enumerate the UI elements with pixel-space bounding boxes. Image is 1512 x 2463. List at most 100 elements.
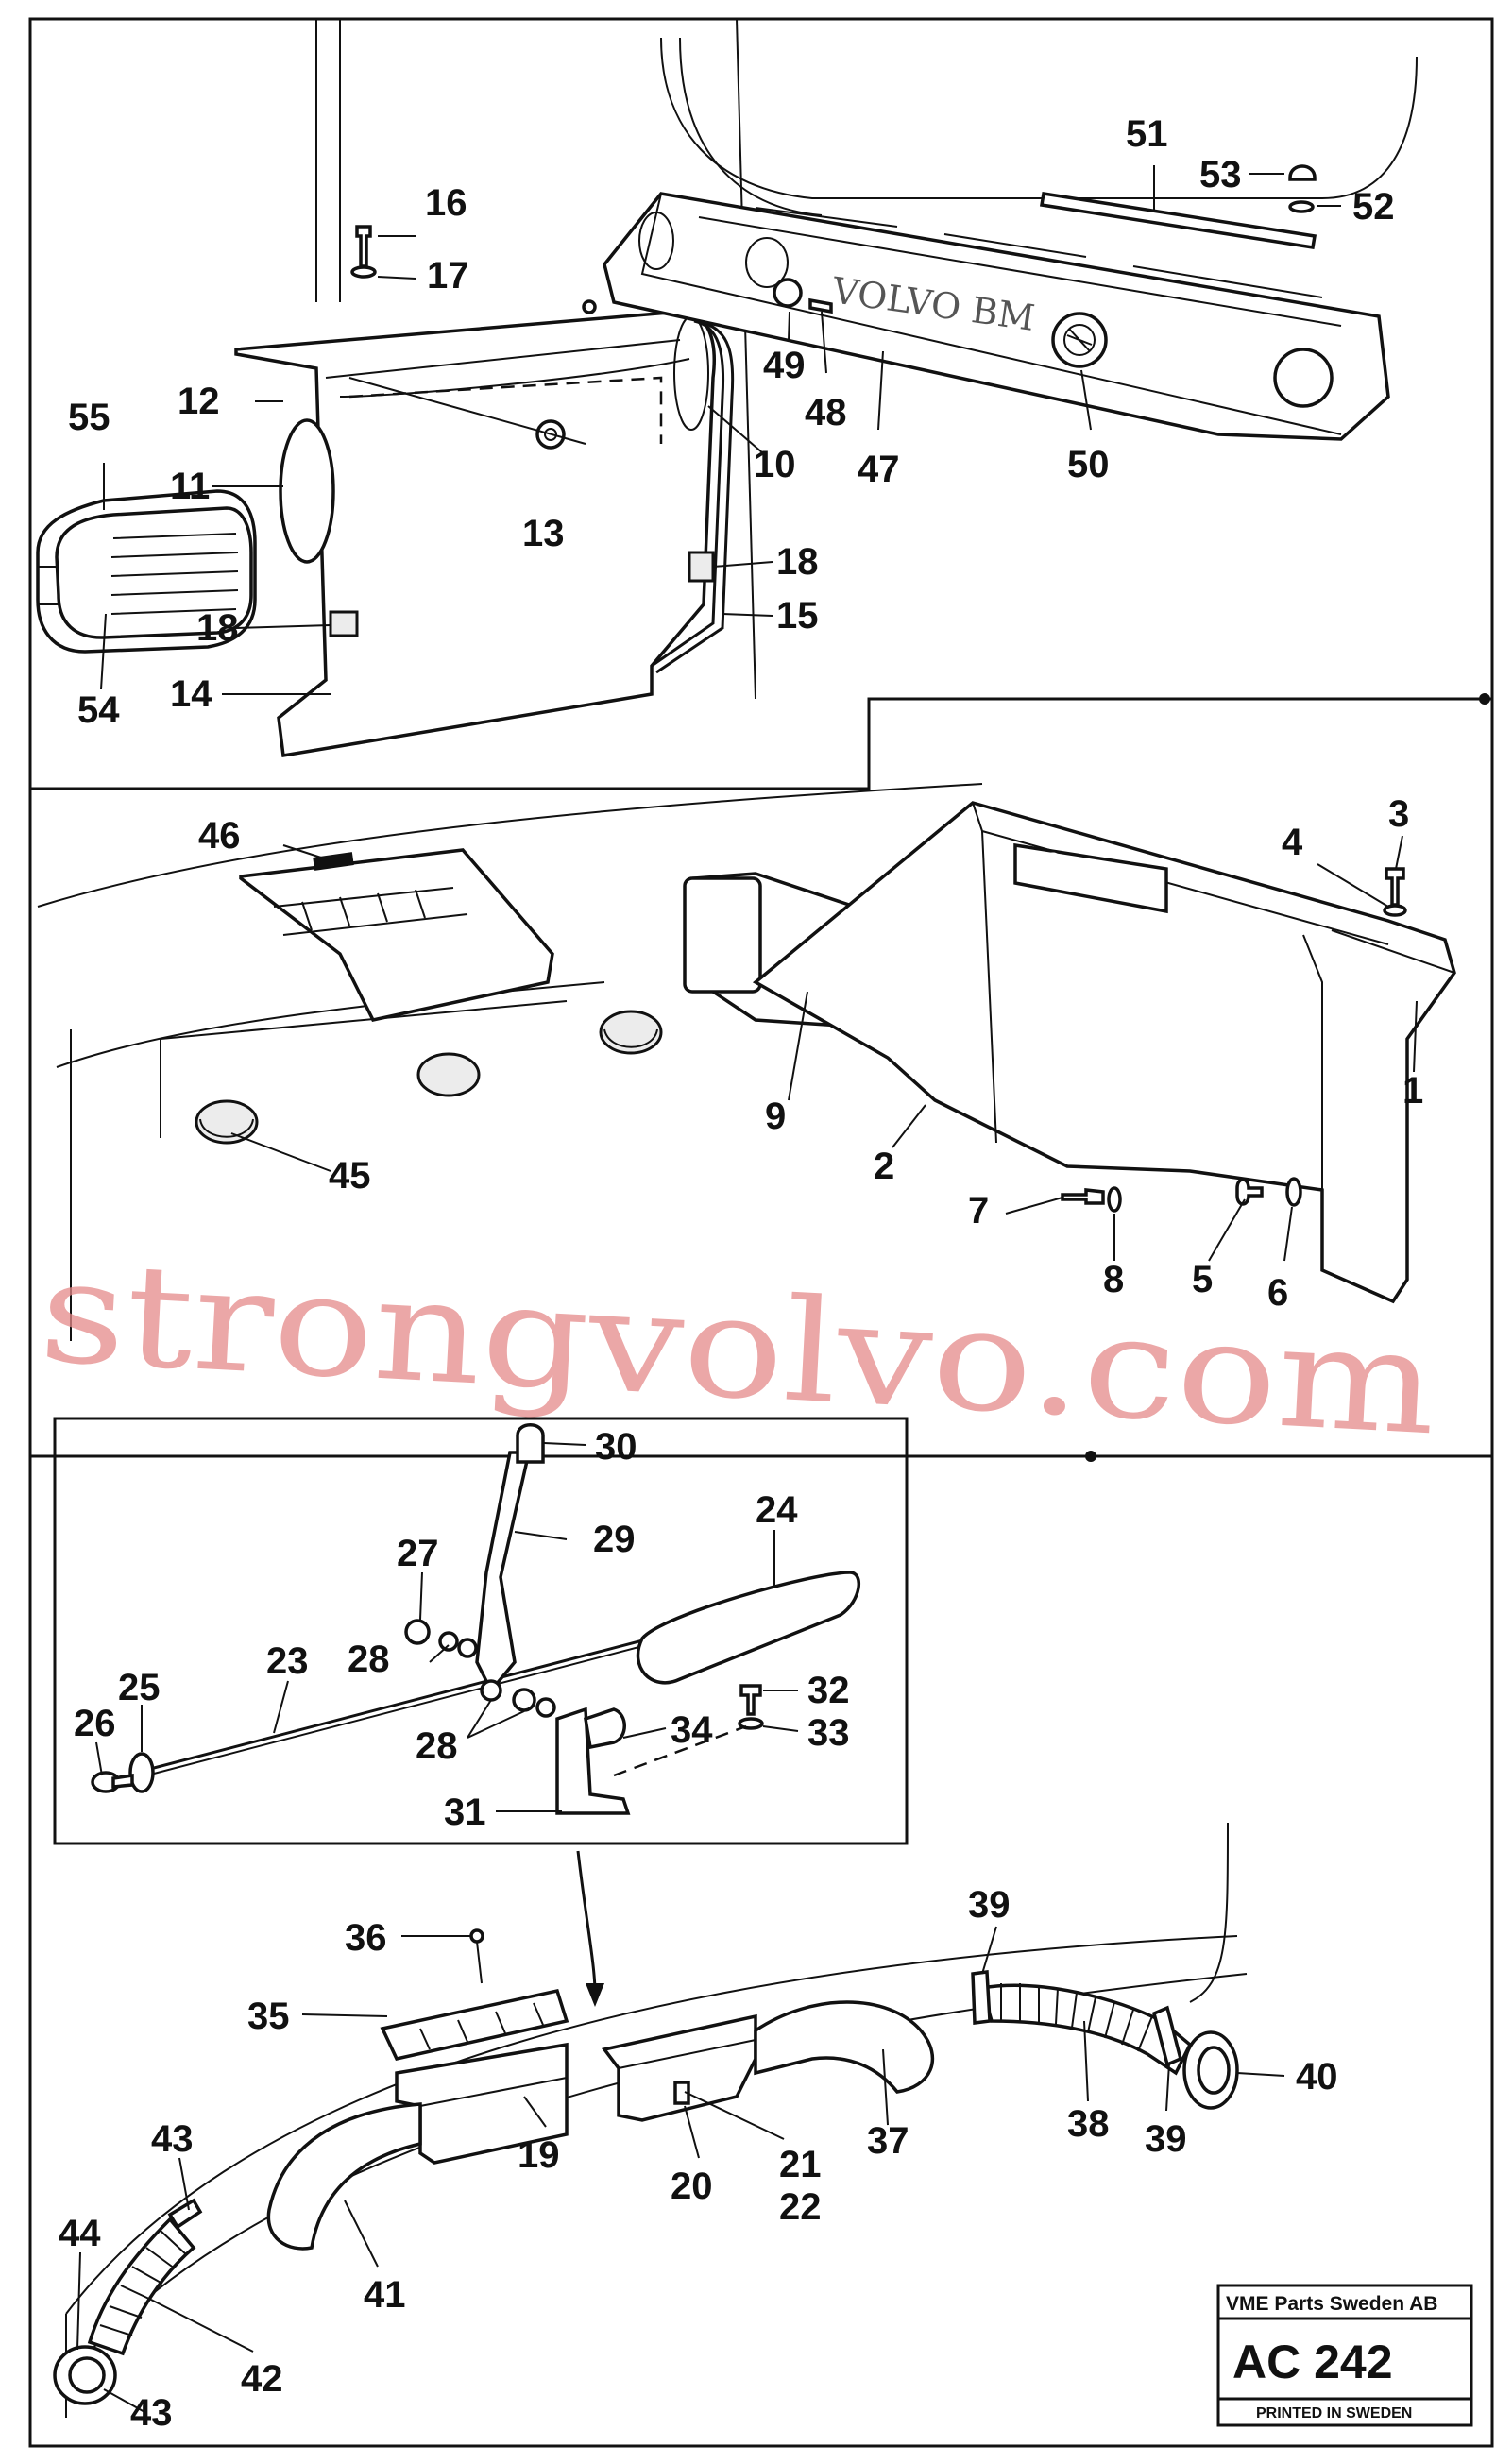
title-block-company: VME Parts Sweden AB [1226, 2293, 1437, 2315]
watermark: strongvolvo.com [36, 1230, 1440, 1467]
callout-17: 17 [427, 255, 469, 297]
callout-44: 44 [59, 2213, 101, 2254]
grille-35 [380, 1988, 569, 2062]
screw-7 [1061, 1188, 1105, 1205]
washer-52 [1288, 200, 1315, 213]
title-block-code: AC 242 [1232, 2336, 1393, 2388]
callout-11: 11 [170, 466, 210, 507]
callout-18: 18 [776, 541, 819, 583]
callout-35: 35 [247, 1996, 290, 2037]
title-block: VME Parts Sweden AB AC 242 PRINTED IN SW… [1216, 2284, 1473, 2427]
callout-23: 23 [266, 1640, 309, 1682]
callout-46: 46 [198, 815, 241, 857]
callout-54: 54 [77, 689, 120, 731]
callout-5: 5 [1192, 1259, 1213, 1300]
knob-49 [773, 278, 803, 308]
callout-49: 49 [763, 345, 806, 386]
callout-53: 53 [1199, 154, 1242, 195]
callout-1: 1 [1402, 1070, 1423, 1112]
callout-10: 10 [754, 444, 796, 485]
callout-3: 3 [1388, 793, 1409, 835]
callout-8: 8 [1103, 1259, 1124, 1300]
bolt-27 [404, 1619, 431, 1645]
knob-45-group [195, 1010, 663, 1145]
callout-19: 19 [518, 2134, 560, 2176]
label-plate-46 [313, 852, 354, 871]
duct-41 [266, 2102, 422, 2251]
detent-34 [584, 1707, 626, 1750]
washer-8 [1107, 1186, 1122, 1213]
callout-43: 43 [151, 2118, 194, 2160]
flap-24 [636, 1571, 860, 1685]
clamp-43 [167, 2198, 203, 2230]
sheet-border [28, 17, 1494, 2448]
clamp-39a [971, 1970, 992, 2025]
callout-51: 51 [1126, 113, 1168, 155]
callout-28: 28 [348, 1639, 390, 1680]
callout-41: 41 [364, 2274, 406, 2316]
callout-29: 29 [593, 1519, 636, 1560]
duct-37 [754, 2000, 935, 2094]
callout-31: 31 [444, 1792, 486, 1833]
lever-29 [475, 1451, 532, 1694]
callout-30: 30 [595, 1426, 637, 1468]
callout-12: 12 [178, 381, 220, 422]
hose-38 [979, 1983, 1193, 2076]
callout-47: 47 [858, 449, 900, 490]
callout-24: 24 [756, 1489, 798, 1531]
fitting-25 [128, 1752, 155, 1793]
clamp-39b [1151, 2005, 1183, 2067]
washer-28a [480, 1679, 502, 1702]
callout-14: 14 [170, 673, 212, 715]
middle-assembly [37, 783, 1456, 1341]
callout-25: 25 [118, 1667, 161, 1708]
screw-16 [355, 225, 372, 268]
callout-33: 33 [807, 1712, 850, 1754]
callout-50: 50 [1067, 444, 1110, 485]
callout-43: 43 [130, 2392, 173, 2434]
callout-26: 26 [74, 1703, 116, 1744]
callout-13: 13 [522, 513, 565, 554]
callout-16: 16 [425, 182, 467, 224]
screw-5 [1235, 1178, 1264, 1206]
section-dividers [30, 693, 1492, 1462]
screw-48 [808, 297, 833, 314]
callout-27: 27 [397, 1533, 439, 1574]
callout-28: 28 [416, 1725, 458, 1767]
clip-18-left [329, 610, 359, 637]
screw-36 [469, 1928, 484, 1944]
callout-48: 48 [805, 392, 847, 433]
callout-4: 4 [1282, 822, 1303, 863]
washer-17 [350, 265, 377, 279]
panel-46 [239, 848, 554, 1022]
bottom-assembly [53, 1822, 1285, 2418]
washer-4 [1383, 904, 1407, 917]
screw-3 [1385, 867, 1405, 907]
callout-6: 6 [1267, 1272, 1288, 1314]
callout-38: 38 [1067, 2103, 1110, 2145]
callout-34: 34 [671, 1709, 713, 1751]
bracket-31 [555, 1707, 631, 1815]
callout-42: 42 [241, 2358, 283, 2400]
hose-42 [87, 2217, 196, 2356]
callout-39: 39 [1145, 2118, 1187, 2160]
strip-51 [1039, 192, 1317, 249]
oval-grille [36, 489, 257, 654]
duct-oval-opening [279, 418, 335, 564]
linkage-inset [53, 1417, 909, 2007]
washer-6 [1285, 1177, 1302, 1207]
dashboard-panel-47 [603, 192, 1390, 441]
knob-30 [516, 1423, 545, 1464]
callout-32: 32 [807, 1670, 850, 1711]
callout-39: 39 [968, 1884, 1011, 1926]
screw-32 [739, 1684, 762, 1716]
clip-18-right [688, 551, 715, 583]
cap-53 [1288, 164, 1317, 181]
inset-frame [53, 1417, 909, 1845]
callout-55: 55 [68, 397, 110, 438]
callout-36: 36 [345, 1917, 387, 1959]
console-housing-2 [752, 801, 1456, 1304]
callout-40: 40 [1296, 2056, 1338, 2098]
callout-22: 22 [779, 2186, 822, 2228]
